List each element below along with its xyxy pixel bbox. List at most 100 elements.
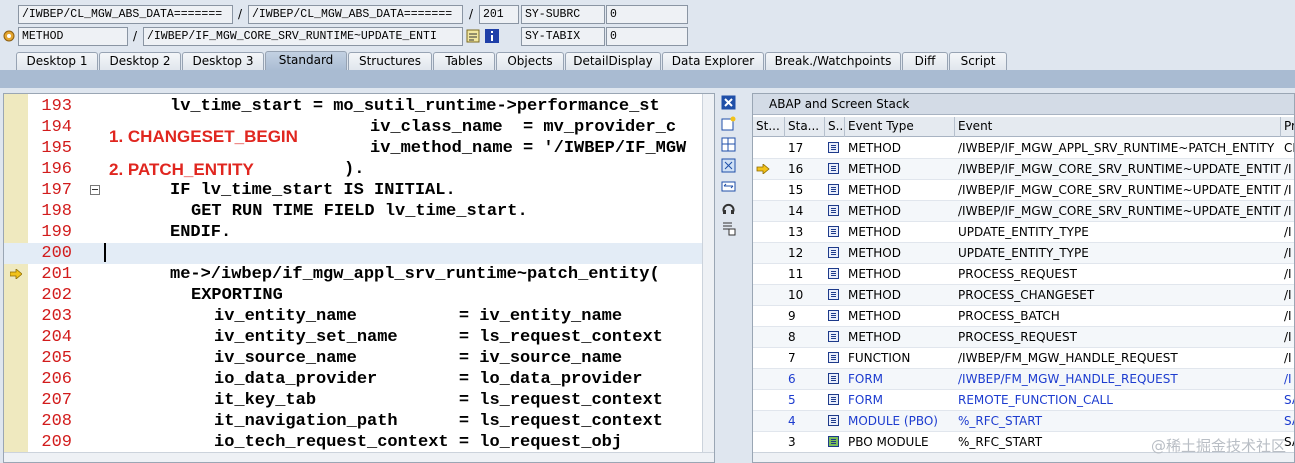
current-marker-cell: [753, 285, 785, 306]
stack-horizontal-scrollbar[interactable]: [753, 452, 1294, 462]
code-line: 198 GET RUN TIME FIELD lv_time_start.: [4, 201, 704, 222]
tab-strip: Desktop 1 Desktop 2 Desktop 3 Standard S…: [0, 50, 1295, 71]
method-icon: [828, 205, 839, 216]
event-type-cell: METHOD: [848, 330, 901, 344]
event-cell: /IWBEP/FM_MGW_HANDLE_REQUEST: [958, 372, 1178, 386]
current-marker-cell: [753, 243, 785, 264]
execution-arrow-icon: [756, 163, 770, 175]
line-number: 203: [41, 307, 72, 326]
column-header[interactable]: Event Type: [845, 117, 955, 137]
stack-level-cell: 13: [788, 225, 804, 239]
column-header[interactable]: St...: [753, 117, 785, 137]
line-number: 199: [41, 223, 72, 242]
variable-value-field-2[interactable]: 0: [606, 27, 688, 46]
event-type-cell: METHOD: [848, 204, 901, 218]
code-line: 209 io_tech_request_context = lo_request…: [4, 432, 704, 453]
event-cell: REMOTE_FUNCTION_CALL: [958, 393, 1113, 407]
new-window-icon[interactable]: [721, 116, 736, 131]
gear-icon: [3, 30, 15, 42]
annotation-patch-entity: 2. PATCH_ENTITY: [109, 159, 258, 180]
annotation-changeset-begin: 1. CHANGESET_BEGIN: [109, 126, 302, 147]
include-field[interactable]: /IWBEP/CL_MGW_ABS_DATA=======: [248, 5, 463, 24]
swap-icon[interactable]: [721, 179, 736, 194]
variables-icon[interactable]: [721, 221, 736, 236]
program-cell: /I: [1284, 225, 1292, 239]
code-line: 206 io_data_provider = lo_data_provider: [4, 369, 704, 390]
event-type-field[interactable]: METHOD: [18, 27, 128, 46]
tab-detail-display[interactable]: DetailDisplay: [565, 52, 661, 71]
settings-icon[interactable]: [721, 200, 736, 215]
column-header[interactable]: S...: [825, 117, 845, 137]
event-type-cell: METHOD: [848, 267, 901, 281]
header-row-1: /IWBEP/CL_MGW_ABS_DATA======= / /IWBEP/C…: [0, 4, 1295, 26]
tab-break-watchpoints[interactable]: Break./Watchpoints: [765, 52, 901, 71]
maximize-icon[interactable]: [721, 158, 736, 173]
info-icon[interactable]: [485, 29, 499, 43]
program-cell: /I: [1284, 351, 1292, 365]
code-text: it_key_tab = ls_request_context: [214, 391, 663, 410]
column-header[interactable]: Sta...: [785, 117, 825, 137]
line-number: 209: [41, 433, 72, 452]
event-cell: UPDATE_ENTITY_TYPE: [958, 246, 1089, 260]
editor-horizontal-scrollbar[interactable]: [4, 452, 714, 462]
event-field[interactable]: /IWBEP/IF_MGW_CORE_SRV_RUNTIME~UPDATE_EN…: [143, 27, 463, 46]
tab-desktop-1[interactable]: Desktop 1: [16, 52, 98, 71]
tab-data-explorer[interactable]: Data Explorer: [662, 52, 764, 71]
tab-objects[interactable]: Objects: [496, 52, 564, 71]
source-editor[interactable]: 193 lv_time_start = mo_sutil_runtime->pe…: [3, 93, 715, 463]
stack-level-cell: 11: [788, 267, 804, 281]
code-line: 204 iv_entity_set_name = ls_request_cont…: [4, 327, 704, 348]
line-field[interactable]: 201: [479, 5, 519, 24]
fold-toggle[interactable]: [90, 185, 100, 195]
program-field[interactable]: /IWBEP/CL_MGW_ABS_DATA=======: [18, 5, 233, 24]
tab-tables[interactable]: Tables: [433, 52, 495, 71]
tab-standard[interactable]: Standard: [265, 51, 347, 71]
program-cell: SA: [1284, 393, 1294, 407]
editor-vertical-scrollbar[interactable]: [702, 94, 714, 462]
stack-level-cell: 12: [788, 246, 804, 260]
event-type-cell: METHOD: [848, 288, 901, 302]
close-icon[interactable]: [721, 95, 736, 110]
current-marker-cell: [753, 201, 785, 222]
tab-script[interactable]: Script: [949, 52, 1007, 71]
tab-structures[interactable]: Structures: [348, 52, 432, 71]
code-line: 199 ENDIF.: [4, 222, 704, 243]
event-cell: /IWBEP/FM_MGW_HANDLE_REQUEST: [958, 351, 1178, 365]
variable-name-field[interactable]: SY-SUBRC: [521, 5, 605, 24]
event-cell: PROCESS_REQUEST: [958, 330, 1077, 344]
variable-value-field[interactable]: 0: [606, 5, 688, 24]
stack-level-cell: 14: [788, 204, 804, 218]
event-cell: UPDATE_ENTITY_TYPE: [958, 225, 1089, 239]
column-header[interactable]: Pr: [1281, 117, 1294, 137]
layout-icon[interactable]: [721, 137, 736, 152]
line-number: 197: [41, 181, 72, 200]
line-number: 201: [41, 265, 72, 284]
method-icon: [828, 268, 839, 279]
type-icon-cell: [825, 264, 845, 285]
program-cell: /I: [1284, 162, 1292, 176]
variable-name-field-2[interactable]: SY-TABIX: [521, 27, 605, 46]
program-cell: /I: [1284, 372, 1292, 386]
tab-diff[interactable]: Diff: [902, 52, 948, 71]
column-header[interactable]: Event: [955, 117, 1281, 137]
tab-desktop-3[interactable]: Desktop 3: [182, 52, 264, 71]
navigate-icon[interactable]: [466, 29, 480, 43]
current-marker-cell: [753, 306, 785, 327]
event-type-cell: METHOD: [848, 309, 901, 323]
tab-desktop-2[interactable]: Desktop 2: [99, 52, 181, 71]
current-marker-cell: [753, 432, 785, 453]
